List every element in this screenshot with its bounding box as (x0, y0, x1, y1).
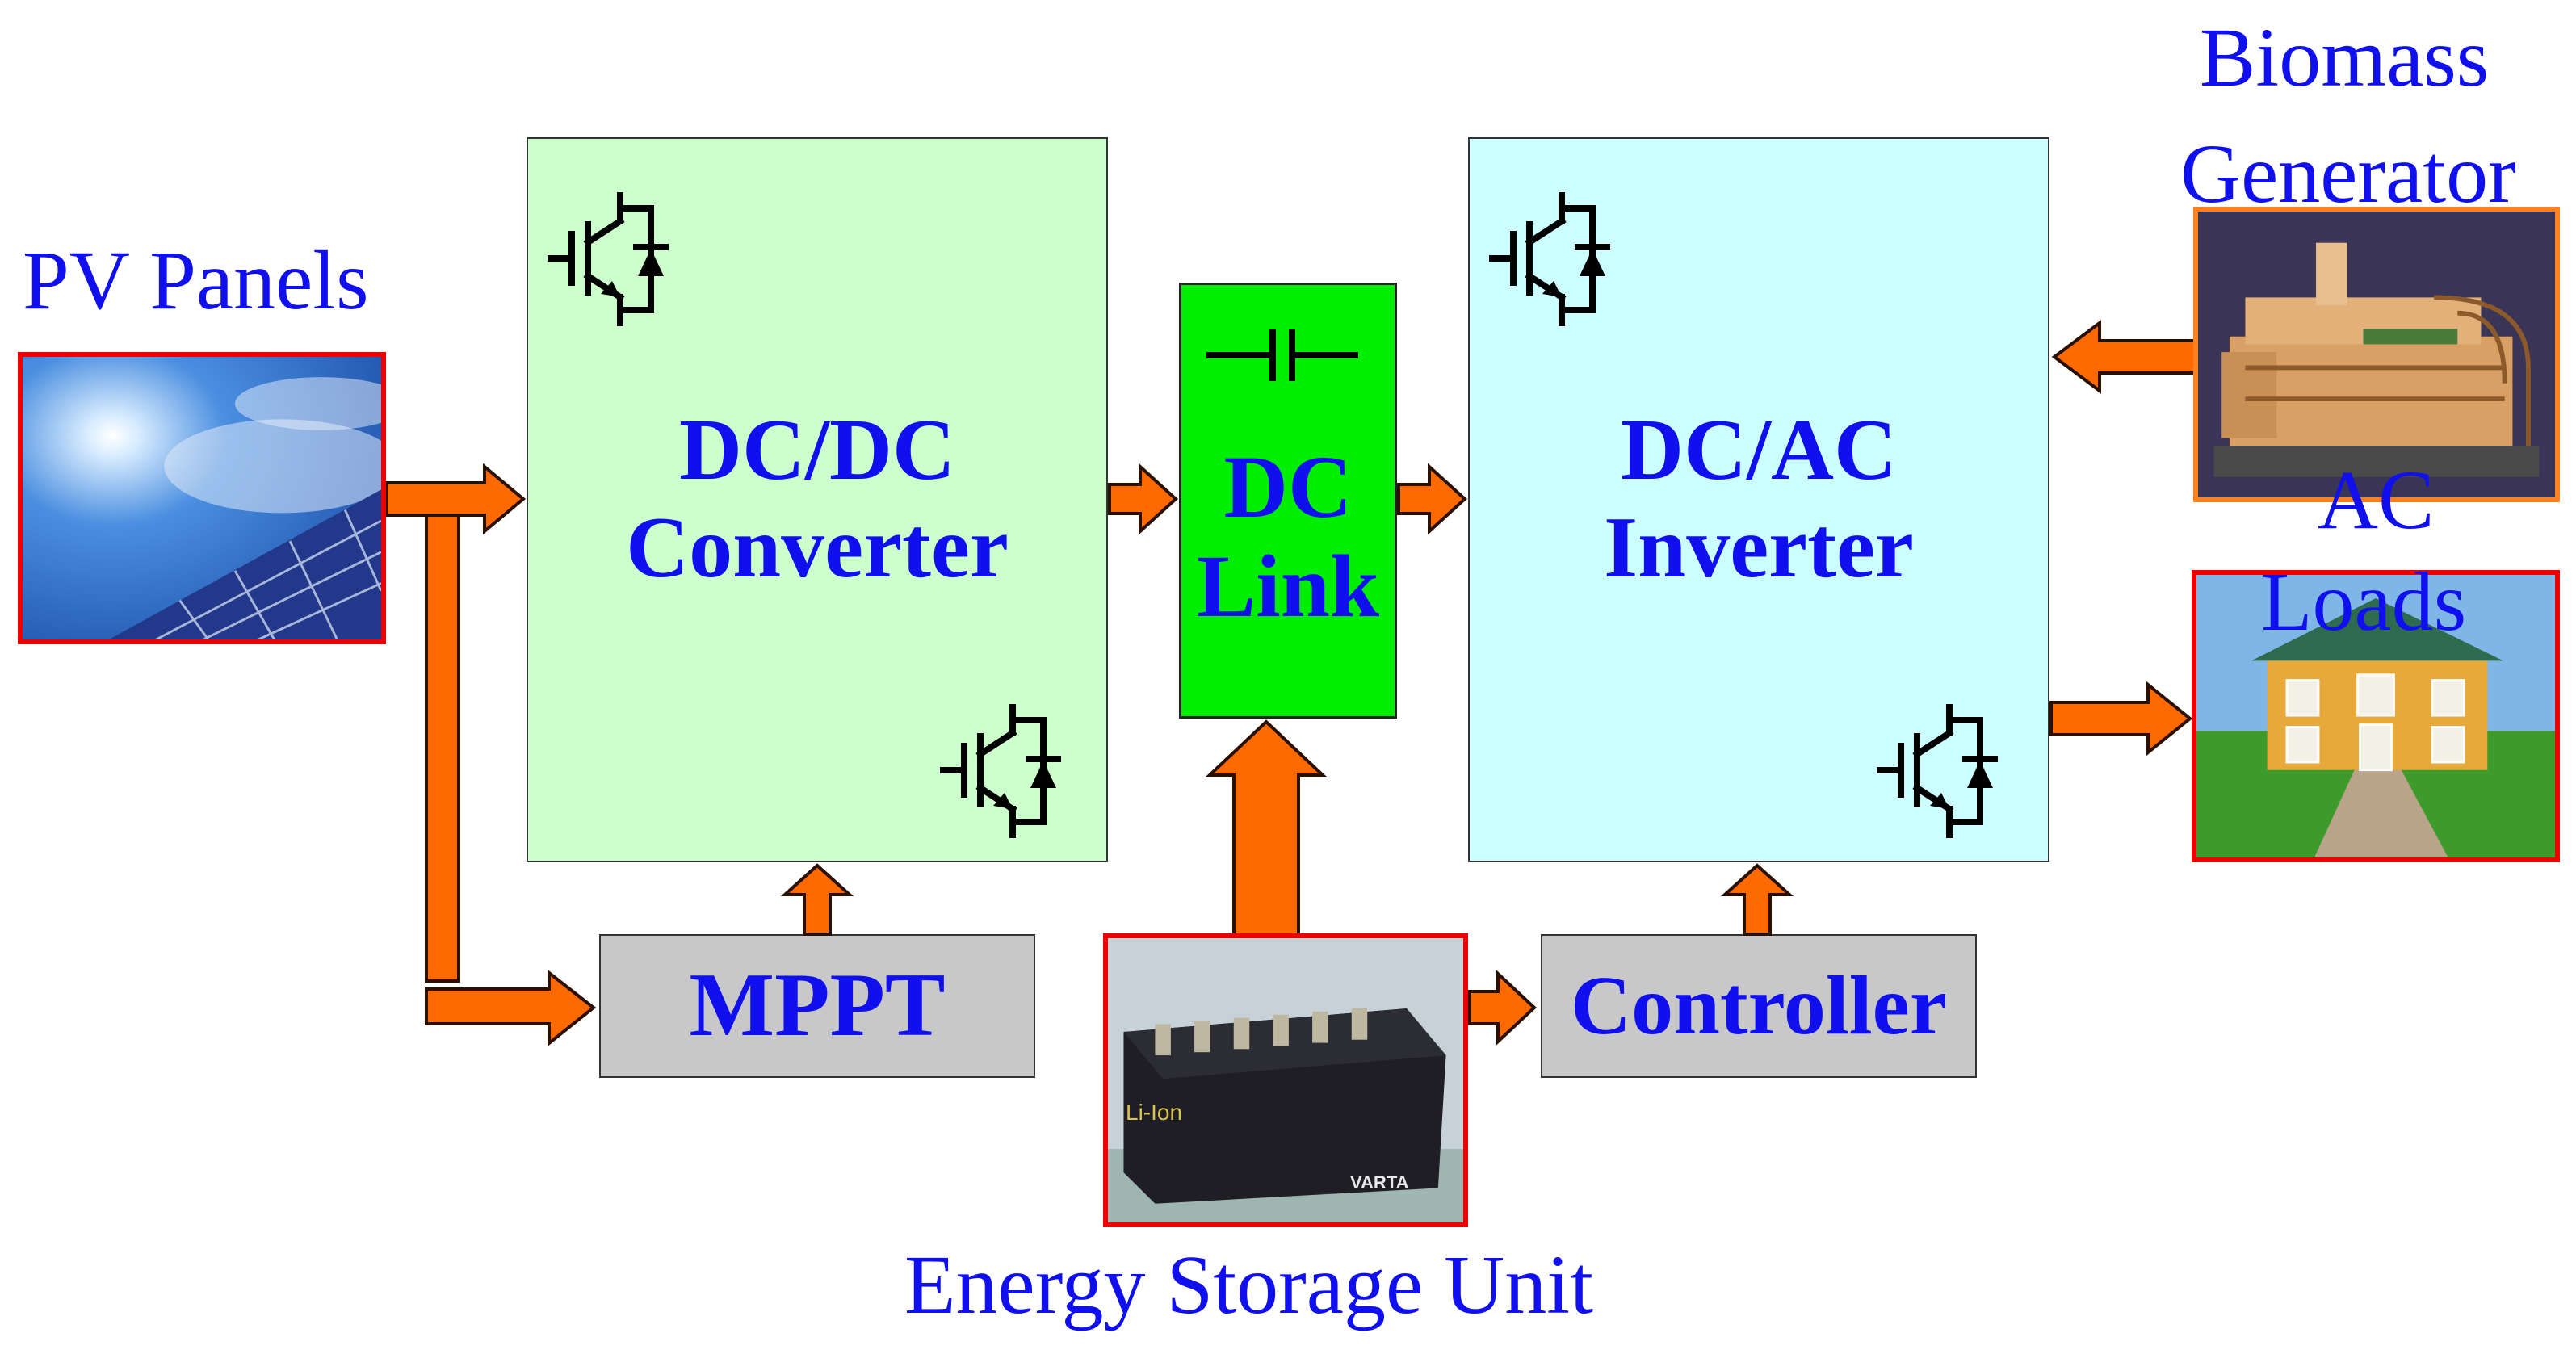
arrow-dcdc-to-dclink (1108, 463, 1178, 535)
controller-label: Controller (1571, 958, 1947, 1052)
arrow-storage-to-dclink (1205, 719, 1328, 938)
dcdc-converter-block: DC/DC Converter (527, 137, 1108, 862)
dcac-title-line2: Inverter (1604, 500, 1914, 596)
energy-storage-label: Energy Storage Unit (904, 1239, 1594, 1331)
dclink-title-line1: DC (1223, 437, 1353, 536)
arrow-dclink-to-dcac (1397, 463, 1467, 535)
igbt-icon (1877, 704, 1998, 838)
ac-loads-photo (2192, 570, 2560, 862)
pv-panels-label: PV Panels (23, 234, 369, 327)
pv-panels-photo (18, 352, 386, 644)
dcdc-title-line2: Converter (626, 500, 1009, 596)
arrow-biomass-to-dcac (2051, 320, 2196, 394)
arrow-dcac-to-loads (2049, 681, 2193, 757)
mppt-label: MPPT (689, 955, 946, 1056)
capacitor-icon (1206, 329, 1358, 381)
dcdc-title-line1: DC/DC (679, 402, 955, 499)
dc-link-block: DC Link (1179, 283, 1397, 719)
controller-block: Controller (1541, 934, 1977, 1078)
battery-brand-text: VARTA (1350, 1172, 1409, 1193)
ac-loads-label-line1: AC (2318, 454, 2435, 547)
igbt-icon (940, 704, 1061, 838)
arrow-pv-to-dcdc (384, 463, 527, 535)
arrow-branch-to-mppt (425, 969, 597, 1047)
igbt-icon (1489, 192, 1610, 326)
biomass-generator-photo (2193, 207, 2560, 502)
igbt-icon (548, 192, 669, 326)
mppt-block: MPPT (599, 934, 1035, 1078)
energy-storage-photo: Li-Ion VARTA (1103, 933, 1468, 1227)
dclink-title-line2: Link (1196, 537, 1380, 635)
arrow-pv-branch-down (425, 514, 460, 983)
ac-loads-label-line2: Loads (2261, 555, 2467, 648)
arrow-mppt-to-dcdc (780, 863, 854, 936)
arrow-storage-to-controller (1468, 970, 1537, 1046)
arrow-controller-to-dcac (1720, 863, 1794, 936)
dcac-inverter-block: DC/AC Inverter (1468, 137, 2049, 862)
battery-chemistry-text: Li-Ion (1126, 1100, 1183, 1125)
biomass-label-line1: Biomass (2200, 11, 2490, 104)
dcac-title-line1: DC/AC (1621, 402, 1897, 499)
biomass-label-line2: Generator (2180, 128, 2516, 220)
